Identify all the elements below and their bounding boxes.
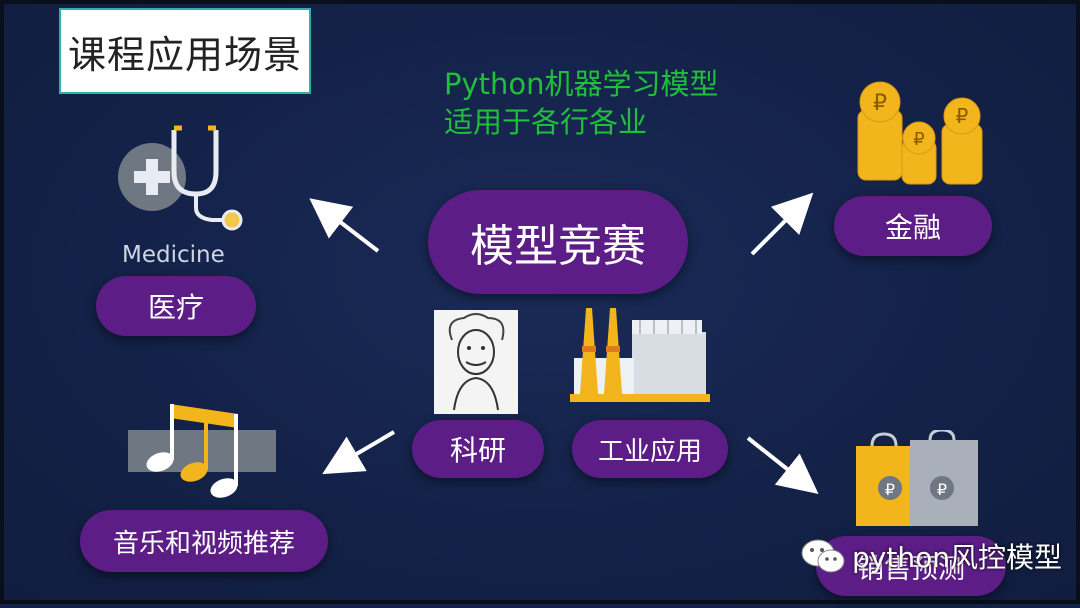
einstein-portrait-icon xyxy=(434,310,518,414)
factory-icon xyxy=(570,308,710,402)
svg-text:₽: ₽ xyxy=(956,104,969,128)
medical-stethoscope-icon xyxy=(118,125,243,231)
watermark-text: python风控模型 xyxy=(852,541,1062,574)
svg-text:₽: ₽ xyxy=(937,480,947,499)
sales-pill: 销售预测 xyxy=(816,536,1006,596)
svg-text:₽: ₽ xyxy=(913,129,924,150)
slide-title: 课程应用场景 xyxy=(59,8,311,94)
shopping-bags-icon: ₽ ₽ xyxy=(856,430,978,526)
center-pill: 模型竞赛 xyxy=(428,190,688,294)
arrows xyxy=(309,192,819,494)
arrow-to-medicine xyxy=(309,198,380,253)
arrow-to-finance xyxy=(750,192,814,256)
finance-pill: 金融 xyxy=(834,196,992,256)
music-notes-icon xyxy=(128,404,276,498)
industry-pill: 工业应用 xyxy=(572,420,728,478)
arrow-to-sales xyxy=(746,436,819,494)
medicine-pill: 医疗 xyxy=(96,276,256,336)
watermark: python风控模型 xyxy=(800,534,1062,578)
subtitle-line-2: 适用于各行各业 xyxy=(444,105,648,139)
arrow-to-music xyxy=(322,430,396,475)
svg-text:₽: ₽ xyxy=(873,91,887,116)
svg-text:₽: ₽ xyxy=(885,480,895,499)
subtitle-line-1: Python机器学习模型 xyxy=(444,67,719,101)
research-pill: 科研 xyxy=(412,420,544,478)
music-pill: 音乐和视频推荐 xyxy=(80,510,328,572)
ruble-coins-icon: ₽ ₽ ₽ xyxy=(857,81,983,185)
wechat-icon xyxy=(801,539,845,573)
medicine-english-label: Medicine xyxy=(122,242,225,268)
